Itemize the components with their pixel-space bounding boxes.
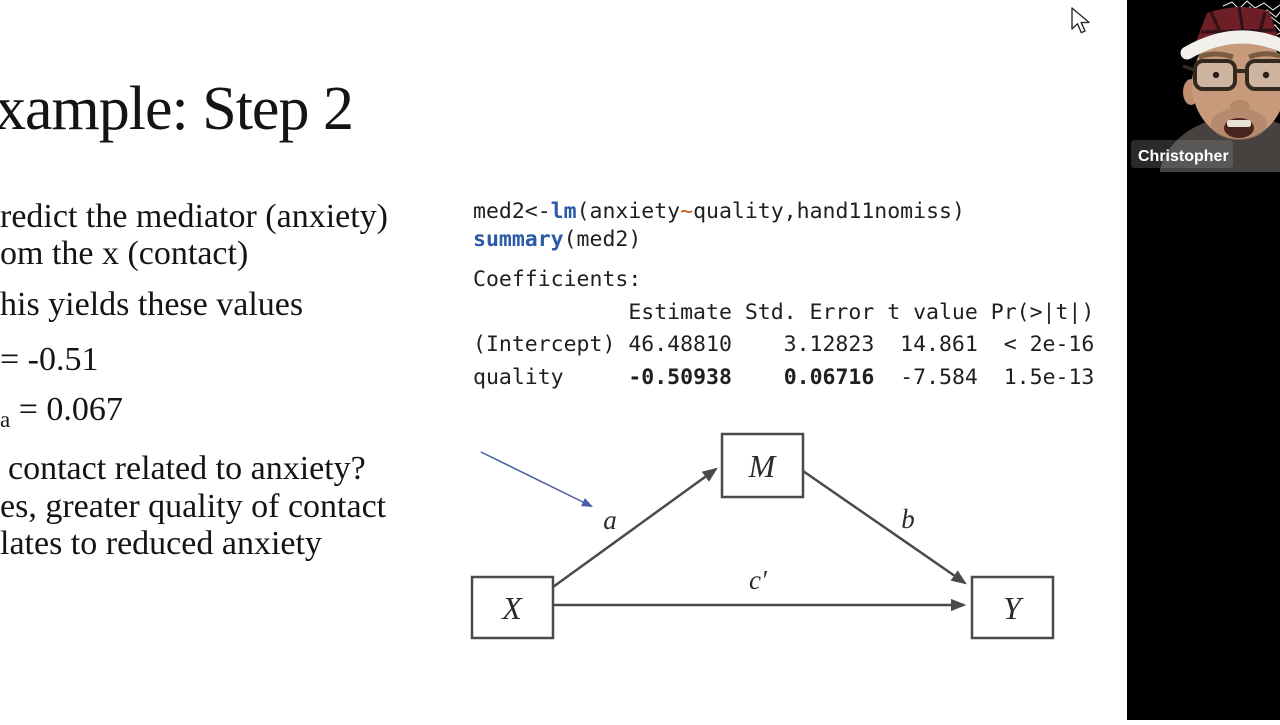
bullet-line: redict the mediator (anxiety) [0, 198, 388, 235]
quality-gap [732, 365, 784, 390]
bullet-line: contact related to anxiety? [8, 450, 366, 487]
speaker-nose [1230, 100, 1250, 112]
node-y-box [970, 575, 1055, 640]
value-a-line: = -0.51 [0, 341, 99, 378]
node-y-label: Y [1003, 590, 1024, 626]
path-a-arrow [552, 467, 718, 589]
quality-std-error: 0.06716 [783, 364, 875, 390]
code-text: med2<- [473, 199, 551, 224]
annotation-arrow-to-a [480, 451, 594, 507]
code-keyword-lm: lm [550, 199, 577, 224]
slide-title: xample: Step 2 [0, 75, 354, 143]
r-output-block: Coefficients: Estimate Std. Error t valu… [473, 264, 1094, 394]
path-c-label: c′ [749, 565, 768, 595]
path-b-label: b [901, 504, 915, 534]
webcam-video: Christopher [1127, 0, 1280, 720]
code-text: (anxiety [576, 199, 681, 224]
node-x-label: X [500, 590, 523, 626]
node-m-label: M [748, 448, 778, 484]
quality-estimate: -0.50938 [628, 364, 732, 390]
r-code-block: med2<-lm(anxiety~quality,hand11nomiss) s… [473, 198, 965, 254]
slide-area: xample: Step 2 redict the mediator (anxi… [0, 75, 1095, 640]
mouse-cursor [1071, 7, 1090, 34]
eye-left [1212, 71, 1220, 79]
quality-row-label: quality [473, 364, 629, 390]
mediation-diagram: M X Y a b c′ [470, 432, 1055, 640]
bullet-line: es, greater quality of contact [0, 488, 387, 525]
speaker-teeth [1227, 120, 1251, 127]
eyebrow-left [1198, 51, 1234, 60]
cap-brim [1180, 30, 1280, 60]
node-x-box [470, 575, 555, 640]
participant-name-label: Christopher [1138, 148, 1229, 165]
code-tilde-operator: ~ [680, 199, 694, 224]
se-a-line: a = 0.067 [0, 391, 123, 432]
se-value: = 0.067 [10, 391, 123, 428]
node-m-box [720, 432, 805, 499]
eye-right [1262, 71, 1270, 79]
bullet-line: om the x (contact) [0, 235, 249, 272]
coefficients-header-row: Estimate Std. Error t value Pr(>|t|) [473, 299, 1095, 325]
se-subscript: a [0, 407, 11, 432]
intercept-row: (Intercept) 46.48810 3.12823 14.861 < 2e… [473, 332, 1095, 358]
code-text: (med2) [563, 227, 642, 252]
path-b-arrow [802, 469, 967, 585]
quality-row-rest: -7.584 1.5e-13 [874, 364, 1095, 390]
name-tag-background [1131, 140, 1233, 168]
bullet-line: his yields these values [0, 286, 304, 323]
webcam-sidebar: Christopher [1127, 0, 1280, 720]
coefficients-label: Coefficients: [473, 267, 642, 292]
code-keyword-summary: summary [473, 227, 564, 252]
code-text: quality,hand11nomiss) [693, 199, 965, 224]
bullet-line: lates to reduced anxiety [0, 525, 322, 562]
path-a-label: a [603, 505, 617, 535]
eyebrow-right [1248, 51, 1280, 60]
